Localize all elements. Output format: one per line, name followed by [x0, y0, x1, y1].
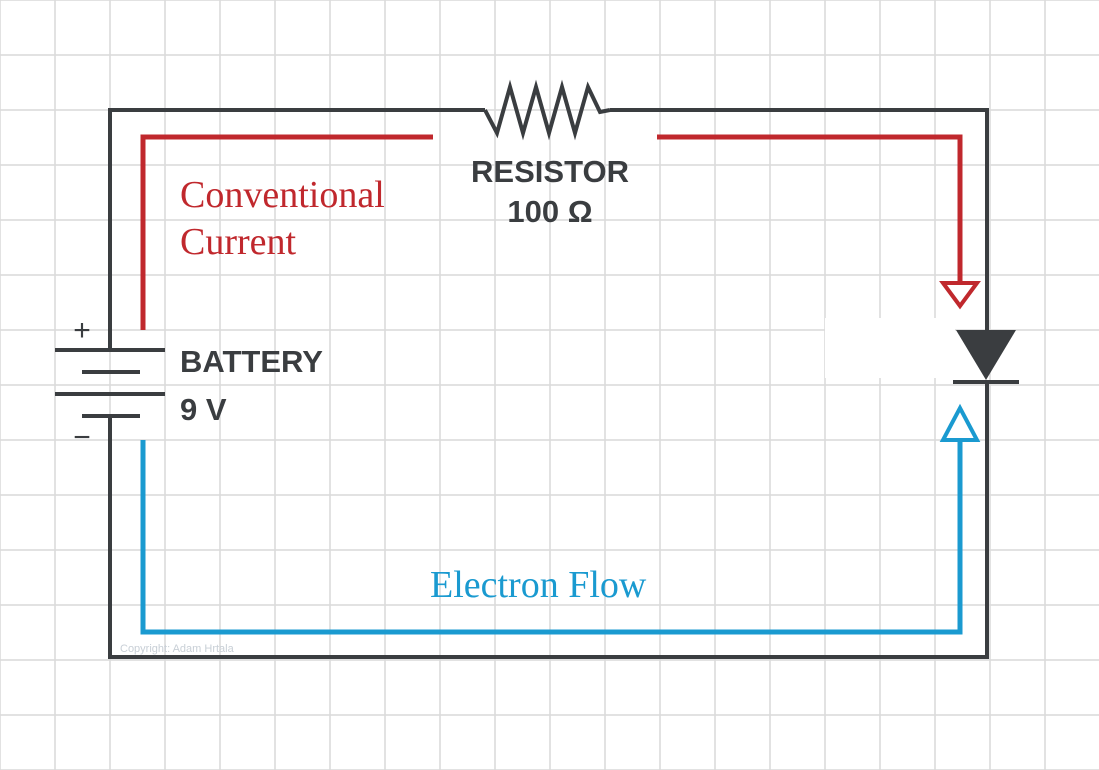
battery-label: BATTERY: [180, 344, 323, 379]
battery-symbol: [55, 348, 165, 418]
wire-right-bottom: [108, 382, 989, 659]
plus-terminal-label: +: [73, 314, 91, 347]
electron-flow-path: [140, 403, 981, 635]
watermark: Copyright: Adam Hrtala: [120, 643, 235, 655]
conventional-current-label-line1: Conventional: [180, 174, 385, 216]
wire-top-left: [108, 108, 485, 350]
diode-background: [825, 318, 955, 378]
diode-icon: [956, 330, 1016, 380]
resistor-label: RESISTOR: [471, 154, 629, 189]
minus-terminal-label: −: [73, 421, 91, 454]
wire-top-right: [610, 108, 989, 330]
voltage-value: 9 V: [180, 392, 227, 427]
electron-flow-label: Electron Flow: [430, 564, 647, 606]
conventional-current-path: [140, 134, 981, 330]
arrow-up-icon: [939, 403, 981, 442]
circuit-wires: [108, 79, 989, 659]
conventional-current-label-line2: Current: [180, 221, 297, 263]
resistance-value: 100 Ω: [507, 194, 592, 229]
arrow-down-icon: [939, 281, 981, 310]
resistor-symbol: [483, 79, 611, 141]
